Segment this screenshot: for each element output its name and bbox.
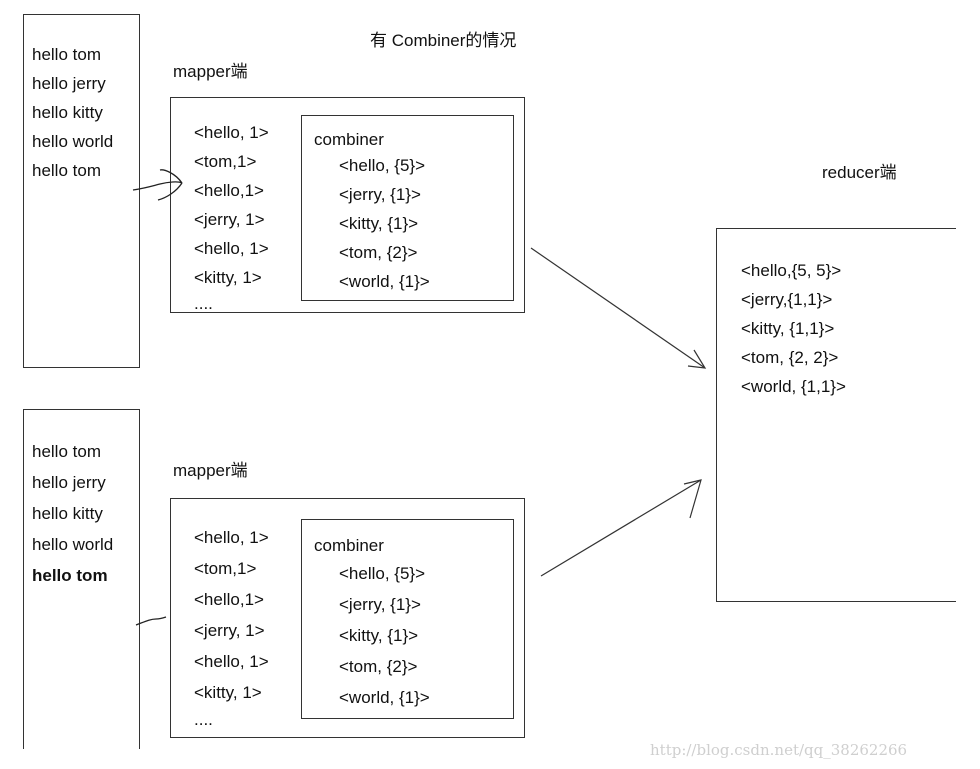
combiner-pair: <jerry, {1}> <box>339 185 421 204</box>
input-line: hello kitty <box>32 103 103 122</box>
mapper-pair: <hello, 1> <box>194 239 269 258</box>
combiner-pair: <tom, {2}> <box>339 243 418 262</box>
combiner-pair: <hello, {5}> <box>339 156 426 175</box>
input-split-top: hello tom hello jerry hello kitty hello … <box>23 14 140 368</box>
input-line: hello tom <box>32 442 101 461</box>
combiner-pair: <tom, {2}> <box>339 657 418 676</box>
input-line: hello tom <box>32 45 101 64</box>
mapper-pair: <hello,1> <box>194 181 264 200</box>
mapper-pair: <hello, 1> <box>194 123 269 142</box>
mapper-pair: <jerry, 1> <box>194 621 265 640</box>
input-line: hello tom <box>32 161 101 180</box>
mapper-box-bottom: <hello, 1> <tom,1> <hello,1> <jerry, 1> … <box>170 498 525 738</box>
combiner-pair: <kitty, {1}> <box>339 214 419 233</box>
input-split-bottom: hello tom hello jerry hello kitty hello … <box>23 409 140 749</box>
combiner-pair: <jerry, {1}> <box>339 595 421 614</box>
input-line: hello world <box>32 535 114 554</box>
mapper-box-top: <hello, 1> <tom,1> <hello,1> <jerry, 1> … <box>170 97 525 313</box>
combiner-label: combiner <box>314 130 384 149</box>
input-line: hello world <box>32 132 114 151</box>
arrowhead-top <box>687 349 707 369</box>
mapper-pair: <hello,1> <box>194 590 264 609</box>
mapper-label-bottom: mapper端 <box>173 461 248 480</box>
arrow-top-to-reducer <box>530 247 706 369</box>
reducer-box: <hello,{5, 5}> <jerry,{1,1}> <kitty, {1,… <box>716 228 956 602</box>
reducer-label: reducer端 <box>822 163 897 182</box>
mapper-pair: <tom,1> <box>194 559 257 578</box>
reducer-pair: <jerry,{1,1}> <box>741 290 833 309</box>
squiggle-arrow-bottom <box>135 616 167 626</box>
diagram-title: 有 Combiner的情况 <box>370 31 517 50</box>
arrowhead-bottom <box>683 479 702 519</box>
combiner-box-bottom: combiner <hello, {5}> <jerry, {1}> <kitt… <box>301 519 514 719</box>
mapper-ellipsis: .... <box>194 710 213 729</box>
reducer-pair: <kitty, {1,1}> <box>741 319 835 338</box>
mapper-pair: <kitty, 1> <box>194 268 262 287</box>
input-line: hello kitty <box>32 504 103 523</box>
mapper-pair: <kitty, 1> <box>194 683 262 702</box>
combiner-pair: <world, {1}> <box>339 688 430 707</box>
mapper-pair: <tom,1> <box>194 152 257 171</box>
reducer-pair: <world, {1,1}> <box>741 377 846 396</box>
mapper-ellipsis: .... <box>194 294 213 313</box>
mapper-pair: <hello, 1> <box>194 528 269 547</box>
arrow-bottom-to-reducer <box>540 479 702 577</box>
watermark: http://blog.csdn.net/qq_38262266 <box>650 741 908 759</box>
combiner-box-top: combiner <hello, {5}> <jerry, {1}> <kitt… <box>301 115 514 301</box>
combiner-pair: <world, {1}> <box>339 272 430 291</box>
combiner-pair: <kitty, {1}> <box>339 626 419 645</box>
reducer-pair: <hello,{5, 5}> <box>741 261 842 280</box>
mapper-pair: <hello, 1> <box>194 652 269 671</box>
reducer-pair: <tom, {2, 2}> <box>741 348 839 367</box>
mapper-label-top: mapper端 <box>173 62 248 81</box>
input-line: hello tom <box>32 566 108 585</box>
combiner-label: combiner <box>314 536 384 555</box>
combiner-pair: <hello, {5}> <box>339 564 426 583</box>
input-line: hello jerry <box>32 74 106 93</box>
mapper-pair: <jerry, 1> <box>194 210 265 229</box>
input-line: hello jerry <box>32 473 106 492</box>
